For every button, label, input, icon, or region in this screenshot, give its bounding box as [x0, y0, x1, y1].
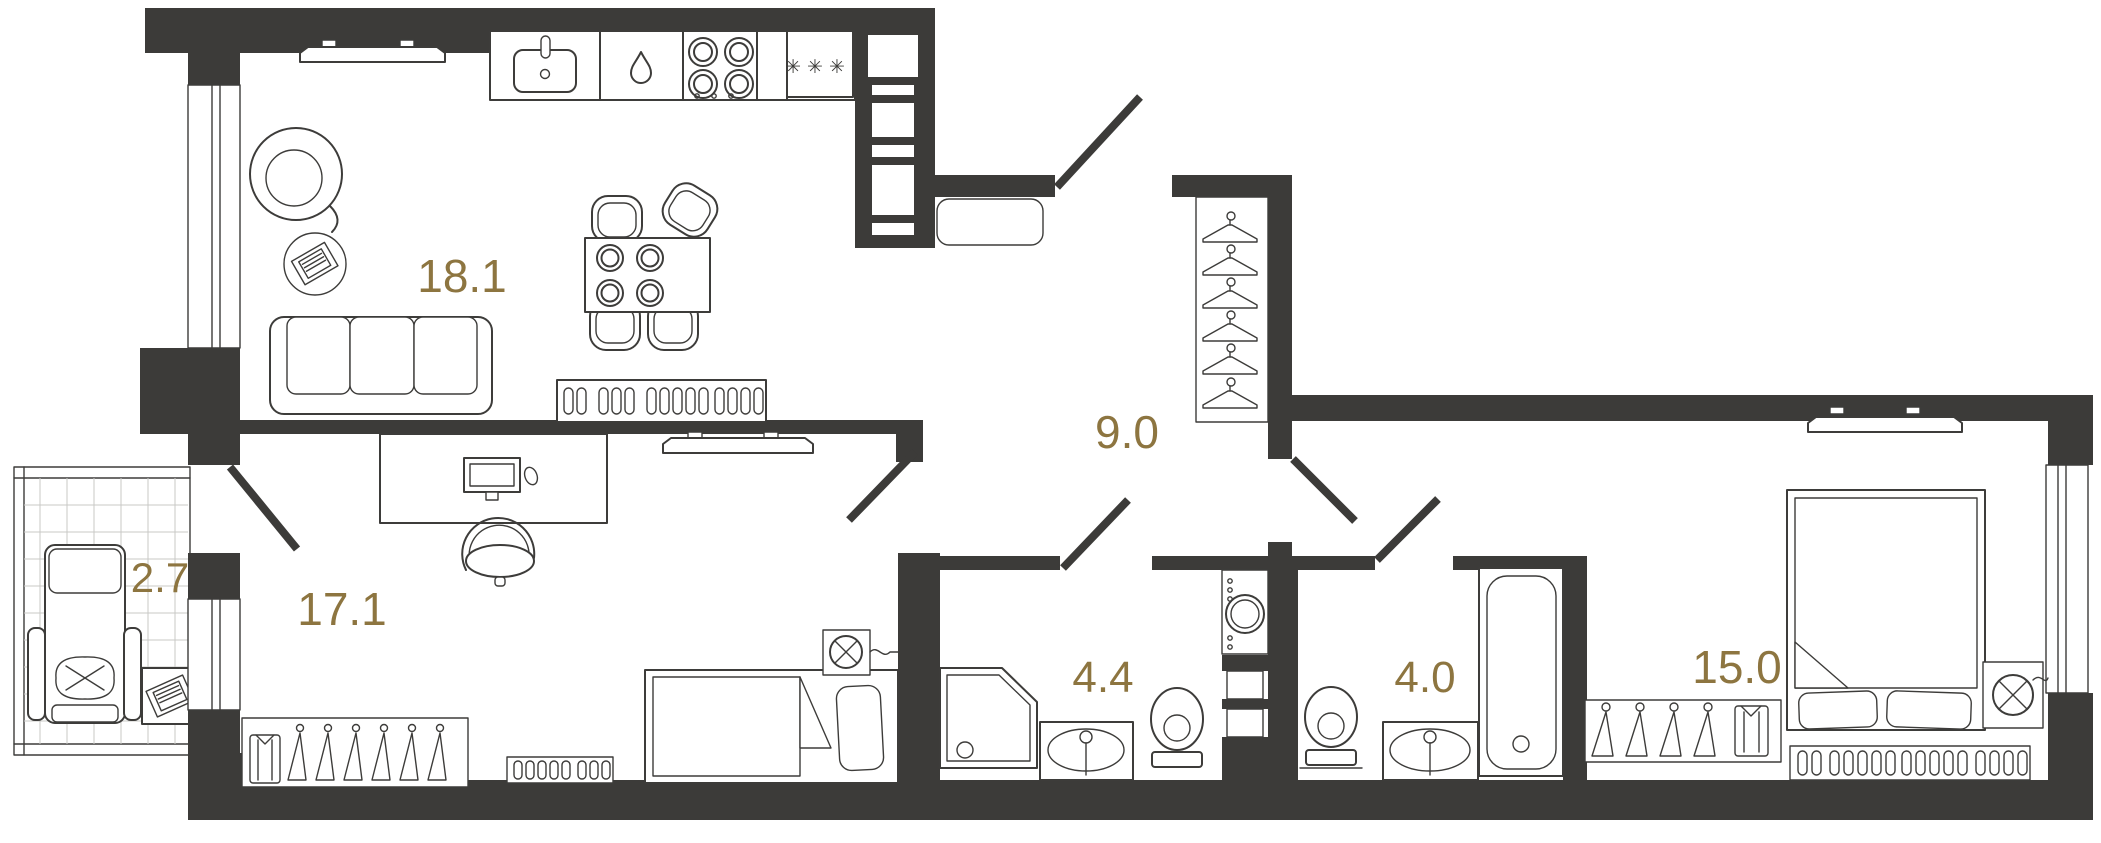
sideboard-slats: [563, 387, 764, 415]
dining-set: [584, 182, 719, 351]
top-wall-left: [145, 8, 490, 53]
top-wall-kitchen: [490, 8, 935, 31]
room-label-living: 18.1: [417, 250, 507, 302]
hanging-clothes-icons: [1591, 702, 1716, 757]
left-window-jamb: [188, 52, 240, 85]
bathroom-sink: [1039, 721, 1134, 781]
sideboard: [556, 379, 767, 423]
room-balcony-window: [187, 598, 241, 711]
coat-hanger-icon: [1202, 310, 1258, 342]
room-label-hallway: 9.0: [1095, 406, 1159, 458]
washer-niche-block3: [1222, 737, 1268, 782]
bedroom-window: [2045, 464, 2089, 694]
single-bed: [644, 669, 899, 784]
bathroom-40: [1299, 567, 1564, 781]
bedroom-top-wall: [1292, 395, 2093, 421]
hanging-clothes-icons: [287, 723, 447, 781]
windows: [187, 84, 2089, 711]
shower: [939, 667, 1038, 769]
bath1-top-wall-left: [920, 556, 1060, 570]
bath1-top-wall-right: [1152, 556, 1298, 570]
washer-niche-block1: [1222, 655, 1268, 671]
radiator: [506, 756, 614, 784]
room-labels: 18.1 17.1 2.7 9.0 4.4 4.0 15.0: [131, 250, 1782, 702]
room-17: [241, 431, 899, 788]
room-bath-wall: [898, 553, 940, 785]
hallway-closet: [1195, 196, 1269, 423]
closet-right-wall: [1268, 197, 1292, 459]
left-wall-pier: [140, 348, 240, 422]
room-label-bathroom: 4.4: [1072, 653, 1133, 702]
bedroom-door-leaf: [1290, 456, 1358, 524]
balcony-door-leaf: [226, 464, 301, 552]
plates: [596, 244, 664, 307]
room-tv: [662, 431, 814, 454]
living-room-window: [187, 84, 241, 349]
fridge-freezer: ✳✳✳: [785, 30, 854, 98]
bath-shaft-wall: [1268, 556, 1298, 786]
coat-hanger-icon: [1202, 377, 1258, 409]
desk: [379, 433, 608, 524]
toilet: [1299, 686, 1363, 769]
coat-hanger-icon: [1202, 244, 1258, 276]
bath2-bedroom-wall: [1563, 556, 1587, 786]
freezer-stars: ✳✳✳: [785, 56, 851, 78]
entry-wall-stub: [935, 175, 1055, 197]
bottom-wall: [188, 780, 2093, 820]
hallway: [936, 196, 1269, 423]
coat-hanger-icon: [1202, 277, 1258, 309]
shirt-icon: [1734, 705, 1769, 757]
mid-wall: [140, 420, 912, 434]
sofa: [269, 316, 493, 415]
dishwasher: [630, 51, 652, 84]
kitchen-sink: [513, 35, 577, 93]
radiator: [1789, 745, 2031, 781]
armchair: [249, 127, 343, 233]
stove: [688, 37, 754, 99]
mouse-icon: [523, 466, 539, 486]
balcony: [13, 466, 199, 756]
living-room-tv: [299, 39, 446, 63]
coat-hanger-icon: [1202, 343, 1258, 375]
wall-lamp-icon: [1982, 661, 2049, 729]
bedroom-15: [1584, 406, 2049, 781]
washing-machine: [1221, 569, 1269, 655]
room-door-leaf: [846, 449, 918, 523]
bedroom-tv: [1807, 406, 1963, 433]
bottom-wall-step: [188, 753, 246, 793]
doors: [226, 94, 1441, 571]
dining-chair-tilted: [661, 182, 719, 238]
wall-lamp-icon: [822, 629, 899, 676]
vent-shaft-openings: [868, 35, 1264, 738]
room-label-room: 17.1: [297, 583, 387, 635]
bathtub: [1478, 567, 1564, 777]
wardrobe: [1584, 699, 1782, 763]
closet-top-wall: [1172, 175, 1292, 197]
room-label-bathroom2: 4.0: [1394, 653, 1455, 702]
toilet: [1150, 687, 1204, 768]
lounge-chair: [27, 544, 142, 724]
coat-hanger-icon: [1202, 211, 1258, 243]
bathroom-2-door-leaf: [1374, 496, 1441, 563]
bath2-top-wall-right: [1453, 556, 1587, 570]
dining-chair: [591, 195, 643, 243]
shirt-icon: [249, 734, 281, 784]
kitchen-counter: ✳✳✳: [489, 30, 856, 101]
double-bed: [1786, 489, 1986, 731]
washer-niche-block2: [1222, 699, 1268, 709]
bathroom-44: [939, 569, 1269, 781]
bathroom-sink: [1382, 721, 1479, 781]
balcony-pier: [188, 553, 240, 599]
office-chair: [461, 516, 536, 587]
bathroom-door-leaf: [1060, 497, 1131, 571]
right-wall-upper: [2048, 421, 2093, 465]
doormat: [936, 198, 1044, 246]
magazine-icon: [145, 674, 195, 718]
bath2-top-wall-left: [1298, 556, 1375, 570]
room-label-bedroom: 15.0: [1692, 641, 1782, 693]
wardrobe: [241, 717, 469, 788]
room-label-balcony: 2.7: [131, 554, 189, 601]
round-rug: [283, 232, 347, 296]
entry-door-leaf: [1054, 94, 1143, 190]
